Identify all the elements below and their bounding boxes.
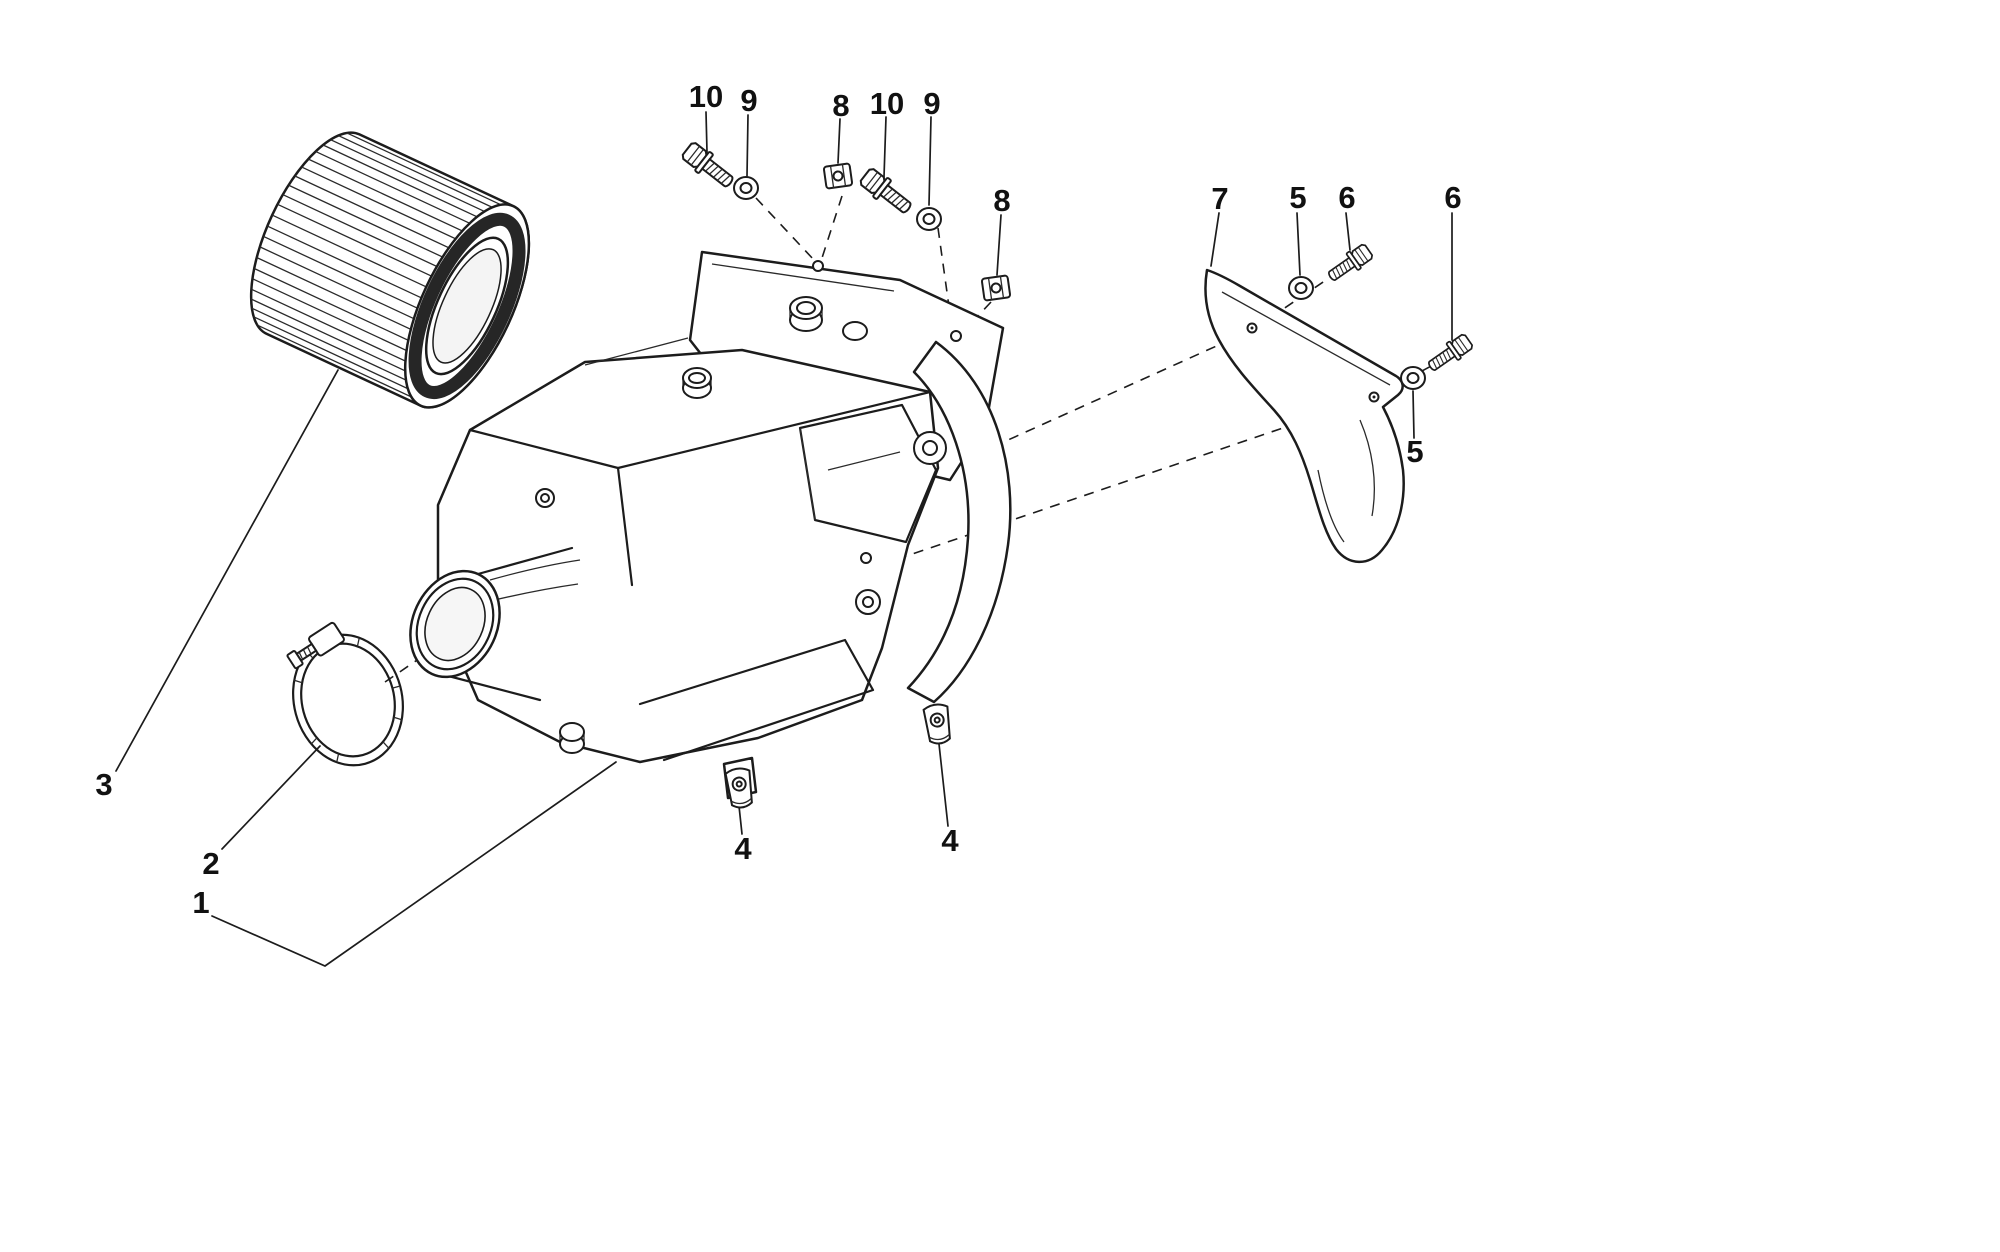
callout-4-left: 4 (734, 831, 752, 866)
airbox-bottom-flange (638, 638, 875, 762)
washer-5-lower (1400, 366, 1426, 390)
callout-7: 7 (1211, 181, 1229, 216)
washer-5-upper (1288, 276, 1314, 300)
heat-shield-bracket (1204, 268, 1405, 564)
callout-6-lower: 6 (1444, 180, 1462, 215)
air-filter-element (227, 118, 531, 409)
hose-clamp (286, 621, 404, 767)
callout-9-right: 9 (923, 86, 941, 121)
clip-nut-8-left (822, 162, 854, 190)
filter-seal-ring (408, 212, 526, 400)
clip-nut-8-right (980, 274, 1012, 302)
washer-9-right (916, 207, 942, 231)
callout-2: 2 (202, 846, 220, 881)
filter-center-hole (432, 248, 502, 364)
callout-8-right: 8 (993, 183, 1011, 218)
callout-5-upper: 5 (1289, 180, 1307, 215)
callout-4-right: 4 (941, 823, 959, 858)
airbox-side-arm (906, 340, 1012, 704)
hex-bolt-10-right (856, 164, 917, 220)
airbox-top-boss (682, 367, 712, 399)
air-box-housing (409, 250, 1012, 800)
clamp-worm-screw (286, 621, 345, 670)
screw-6-lower (1423, 331, 1476, 377)
callout-1: 1 (192, 885, 210, 920)
callout-8-left: 8 (832, 88, 850, 123)
callout-9-left: 9 (740, 83, 758, 118)
washer-9-left (733, 176, 759, 200)
airbox-inlet-snout (409, 569, 501, 679)
callout-5-lower: 5 (1406, 434, 1424, 469)
airbox-rear-port (789, 296, 868, 341)
callout-10-left: 10 (688, 79, 724, 114)
airbox-mount-bosses (855, 431, 947, 615)
callout-10-right: 10 (869, 86, 905, 121)
leader-lines (115, 111, 1453, 967)
callout-3: 3 (95, 767, 113, 802)
retaining-clip-4-right (922, 702, 954, 746)
callout-6-upper: 6 (1338, 180, 1356, 215)
hex-bolt-10-left (678, 138, 739, 194)
retaining-clip-4-left (724, 766, 756, 810)
airbox-drain-stub (559, 722, 585, 754)
